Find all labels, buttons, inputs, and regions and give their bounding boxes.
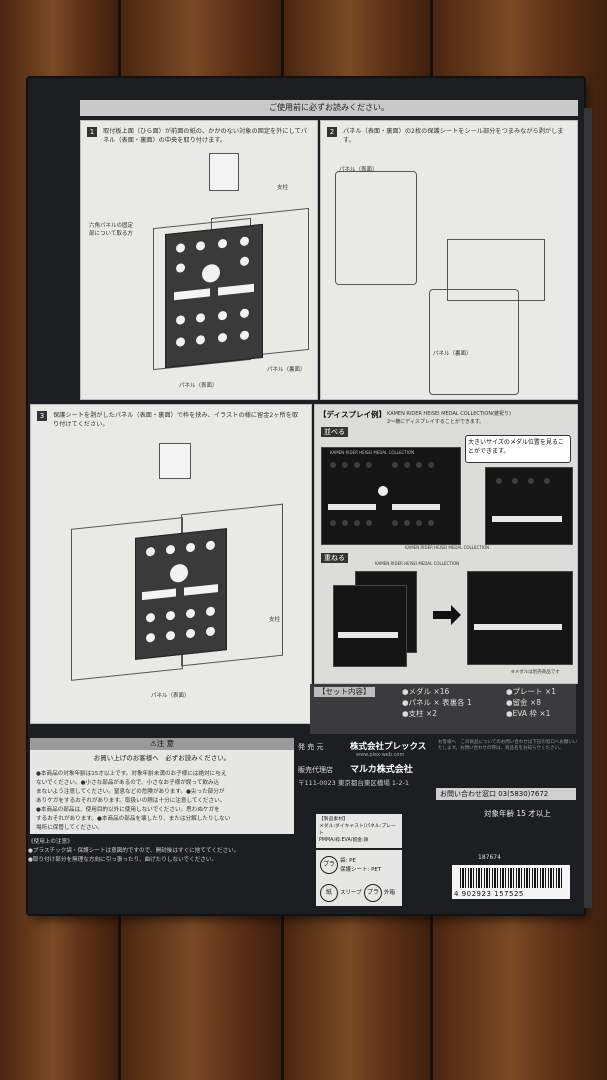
caution-title: ⚠注 意 (30, 738, 294, 750)
step-1-callout: パネル（裏面） (267, 367, 306, 373)
display-example-subtitle: KAMEN RIDER HEISEI MEDAL COLLECTION(雑祝り) (387, 411, 512, 417)
plastic-recycle-icon: プラ (320, 856, 338, 874)
set-item: ●支柱 ×2 (402, 709, 437, 718)
label-strip (218, 283, 254, 296)
set-item: ●パネル × 表裏各 1 (402, 698, 472, 707)
step-2-number: 2 (327, 127, 337, 137)
set-item: ●留金 ×8 (506, 698, 541, 707)
peel-detail-inset (447, 239, 545, 301)
arrange-side-label: 並べる (321, 427, 348, 437)
step-1-number: 1 (87, 127, 97, 137)
side-by-side-photo: KAMEN RIDER HEISEI MEDAL COLLECTION (321, 447, 461, 545)
set-contents-bar: 【セット内容】 ●メダル ×16 ●パネル × 表裏各 1 ●支柱 ×2 ●プレ… (310, 684, 576, 734)
seller-address: 〒111-0023 東京都台東区橋場 1-2-1 (298, 779, 410, 787)
zoom-detail-photo (485, 467, 573, 545)
plastic-recycle-icon: プラ (364, 884, 382, 902)
set-contents-header: 【セット内容】 (314, 687, 375, 697)
barcode: 4 902923 157525 (452, 865, 570, 899)
step-3-panel: 3 保護シートを剥がしたパネル（表面・裏面）で枠を挟み、イラストの様に留金2ヶ所… (30, 404, 312, 724)
step-1-text: 取付板上面（ひら面）が前面の紙の、かかのない対象の固定を外にしてパネル（表面・裏… (103, 128, 307, 144)
maker-name: 株式会社プレックス (350, 742, 427, 752)
maker-label: 発 売 元 (298, 743, 324, 751)
maker-url: www.plex-web.com (356, 752, 405, 758)
stacked-front-photo (333, 585, 407, 667)
seller-label: 販売代理店 (298, 766, 333, 774)
display-example-subtitle-2: 2〜横にディスプレイすることができます。 (387, 419, 485, 425)
step-3-callout: 支柱 (269, 617, 281, 623)
medals-sold-separately-note: ※メダルは別売商品です (511, 670, 560, 675)
arrow-head-icon (451, 605, 461, 625)
material-box: 【製品素材】 メダル:ダイキャスト/パネル:プレート PMMA/枠:EVA/留金… (316, 814, 402, 848)
stacked-result-photo (467, 571, 573, 665)
label-strip (184, 584, 218, 596)
step-1-callout: 支柱 (277, 185, 289, 191)
set-item: ●EVA 枠 ×1 (506, 709, 551, 718)
inquiry-contact: お問い合わせ窓口 03(5830)7672 (436, 788, 576, 800)
display-example-panel: 【ディスプレイ例】 KAMEN RIDER HEISEI MEDAL COLLE… (314, 404, 578, 684)
display-example-title: 【ディスプレイ例】 (319, 410, 386, 419)
step-3-text: 保護シートを剥がしたパネル（表面・裏面）で枠を挟み、イラストの様に留金2ヶ所を取… (53, 412, 299, 428)
read-before-use-banner: ご使用前に必ずお読みください。 (80, 100, 578, 116)
caution-subtitle: お買い上げのお客様へ 必ずお読みください。 (93, 754, 231, 762)
inquiry-text: お客様へ この商品についてのお問い合わせは下記の窓口へお願いいたします。お問い合… (438, 740, 578, 751)
step-3-callout: パネル（表面） (151, 693, 190, 699)
step-3-number: 3 (37, 411, 47, 421)
stack-label: 重ねる (321, 553, 348, 563)
step-1-callout: パネル（表面） (179, 383, 218, 389)
recycle-marks-box: プラ 袋: PE 保護シート: PET 紙 スリーブ プラ 外箱 (316, 850, 402, 906)
barcode-bars (460, 868, 564, 888)
paper-recycle-icon: 紙 (320, 884, 338, 902)
arrow-icon (433, 611, 453, 619)
step-1-panel: 1 取付板上面（ひら面）が前面の紙の、かかのない対象の固定を外にしてパネル（表面… (80, 120, 318, 400)
instruction-booklet: ご使用前に必ずお読みください。 1 取付板上面（ひら面）が前面の紙の、かかのない… (28, 78, 592, 914)
step-2-panel: 2 パネル（表面・裏面）の2枚の保護シートをシール部分をつまみながら剥がします。… (320, 120, 578, 400)
medal-tray-illustration (165, 223, 263, 369)
set-item: ●プレート ×1 (506, 687, 556, 696)
panel-back-sheet (429, 289, 519, 395)
step-2-text: パネル（表面・裏面）の2枚の保護シートをシール部分をつまみながら剥がします。 (343, 128, 564, 144)
zoom-tip-bubble: 大きいサイズのメダル位置を見ることができます。 (465, 435, 571, 463)
caution-box: ⚠注 意 お買い上げのお客様へ 必ずお読みください。 ●本商品の対象年齢は15才… (30, 738, 294, 834)
label-strip (142, 588, 176, 601)
step-2-callout: パネル（表面） (339, 167, 378, 173)
seller-name: マルカ株式会社 (350, 765, 413, 775)
panel-front-sheet (335, 171, 417, 285)
medal-tray-illustration (135, 528, 227, 660)
step-2-callout: パネル（裏面） (433, 351, 472, 357)
barcode-number: 4 902923 157525 (454, 890, 524, 898)
product-code: 187674 (478, 854, 501, 861)
caution-body: ●本商品の対象年齢は15才以上です。対象年齢未満のお子様には絶対に与え ないでく… (36, 771, 231, 831)
plate-detail-inset (159, 443, 191, 479)
set-item: ●メダル ×16 (402, 687, 450, 696)
target-age: 対象年齢 15 才以上 (484, 809, 551, 818)
booklet-edge (584, 108, 592, 908)
label-strip (174, 288, 210, 301)
plate-detail-inset (209, 153, 239, 191)
usage-notes: 《使用上の注意》 ●プラスチック袋・保護シートは意図的ですので、開封後はすぐに捨… (28, 839, 240, 863)
step-1-callout: 六角パネルの固定部について取る方 (89, 223, 134, 237)
